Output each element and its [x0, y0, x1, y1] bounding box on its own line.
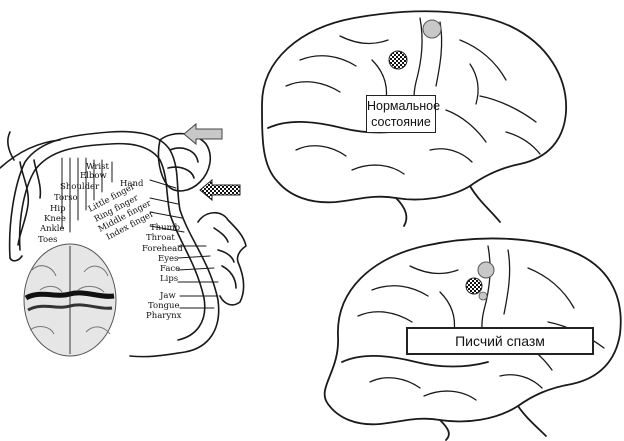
label-elbow: Elbow — [80, 171, 107, 181]
label-throat: Throat — [146, 233, 175, 243]
label-lips: Lips — [160, 274, 178, 284]
arrow-normal-icon — [183, 122, 223, 146]
normal-state-caption: Нормальное состояние — [366, 95, 440, 133]
label-hip: Hip — [50, 204, 66, 214]
label-wrist: Wrist — [86, 162, 109, 172]
label-face: Face — [160, 264, 180, 274]
label-eyes: Eyes — [158, 254, 178, 264]
label-thumb: Thumb — [150, 223, 181, 233]
brain-top-view — [23, 243, 117, 357]
motor-homunculus — [0, 130, 247, 358]
label-shoulder: Shoulder — [60, 182, 100, 192]
label-jaw: Jaw — [159, 291, 176, 301]
label-pharynx: Pharynx — [146, 311, 182, 321]
brain-normal — [261, 10, 567, 227]
label-tongue: Tongue — [148, 301, 180, 311]
writers-cramp-caption: Писчий спазм — [406, 327, 594, 355]
arrow-cramp-icon — [199, 178, 241, 202]
label-hand: Hand — [120, 179, 144, 189]
label-forehead: Forehead — [142, 244, 183, 254]
label-ankle: Ankle — [39, 224, 65, 234]
label-toes: Toes — [38, 235, 58, 245]
label-knee: Knee — [44, 214, 66, 224]
label-torso: Torso — [54, 193, 78, 203]
